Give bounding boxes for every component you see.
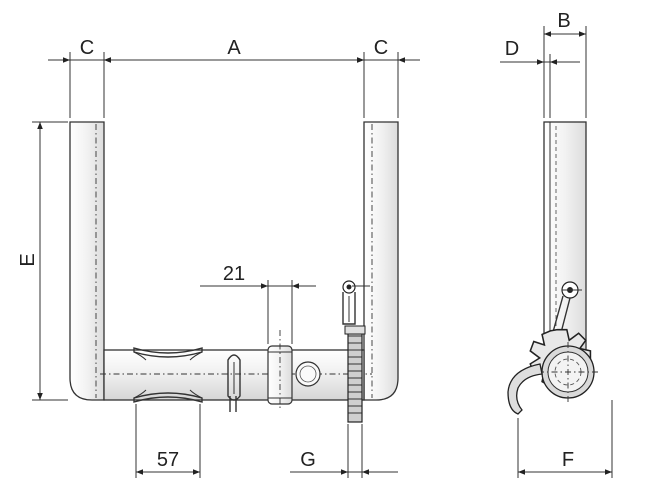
dim-21 (200, 280, 316, 344)
ratchet-wheel-edge (344, 325, 366, 423)
band-clamp (267, 330, 293, 410)
label-57: 57 (157, 449, 179, 471)
label-c-right: C (374, 37, 388, 59)
left-upright (69, 121, 105, 401)
label-d: D (505, 38, 519, 60)
label-g: G (300, 449, 316, 471)
round-cap (295, 361, 321, 387)
dim-e (32, 121, 68, 401)
dim-top (48, 52, 420, 118)
right-upright (363, 121, 399, 401)
side-ratchet-wheel (529, 328, 598, 402)
label-b: B (557, 10, 570, 32)
dim-f (517, 400, 613, 478)
dim-b (543, 26, 587, 118)
side-view: B D F (500, 10, 613, 478)
front-view: C A C E 21 57 (17, 37, 420, 478)
locking-lever (227, 354, 241, 412)
dim-g (290, 424, 398, 478)
pawl-latch (342, 280, 370, 325)
left-saddle-clamp (133, 347, 203, 403)
label-a: A (227, 37, 241, 59)
label-c-left: C (80, 37, 94, 59)
dim-d (500, 54, 580, 118)
label-21: 21 (223, 263, 245, 285)
side-hook (507, 363, 543, 415)
dim-57 (135, 404, 201, 478)
label-e: E (17, 253, 39, 266)
label-f: F (562, 449, 574, 471)
